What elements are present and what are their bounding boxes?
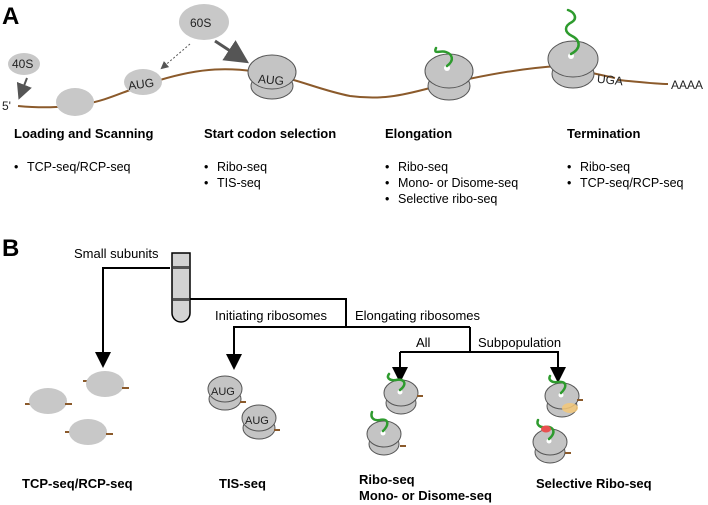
- stage-title: Start codon selection: [204, 126, 336, 141]
- method-bullet: •: [14, 160, 18, 174]
- small-subunit: [65, 419, 113, 445]
- branch-small-subunits: Small subunits: [74, 246, 159, 261]
- svg-text:•: •: [204, 176, 208, 190]
- 60s-label: 60S: [190, 16, 211, 30]
- 40s-subunit-free: [8, 53, 40, 75]
- heavy-fraction-line: [190, 298, 347, 327]
- method-label-selective-ribo-seq: Selective Ribo-seq: [536, 476, 652, 491]
- stage-loading-scanning: Loading and Scanning • TCP-seq/RCP-seq: [14, 126, 153, 174]
- aug-label-tis-2: AUG: [245, 415, 269, 427]
- method-item: TCP-seq/RCP-seq: [27, 160, 131, 174]
- aug-label-initiation: AUG: [257, 72, 284, 88]
- dashed-joining-arrow: [160, 43, 191, 70]
- initiating-arrow: [226, 326, 470, 370]
- method-item: TIS-seq: [217, 176, 261, 190]
- method-label-tcp-seq: TCP-seq/RCP-seq: [22, 476, 133, 491]
- elongating-ribosome: [424, 46, 474, 101]
- small-subunit-arrow: [95, 267, 170, 368]
- 40s-at-aug: [124, 69, 162, 95]
- method-item: Ribo-seq: [398, 160, 448, 174]
- 80s-initiation-ribosome: [247, 54, 297, 100]
- small-subunit: [83, 371, 129, 397]
- elongating-ribosome-all: [366, 410, 406, 456]
- 40s-label: 40S: [12, 57, 33, 71]
- svg-text:•: •: [385, 192, 389, 206]
- initiating-ribosome: [241, 404, 280, 440]
- elongating-ribosome-all: [383, 372, 423, 415]
- svg-text:•: •: [567, 176, 571, 190]
- 60s-subunit-free: [179, 4, 229, 40]
- small-subunit: [25, 388, 72, 414]
- factor-red: [541, 425, 551, 433]
- stage-title: Loading and Scanning: [14, 126, 153, 141]
- method-item: Ribo-seq: [217, 160, 267, 174]
- method-item: Ribo-seq: [580, 160, 630, 174]
- method-item: TCP-seq/RCP-seq: [580, 176, 684, 190]
- stage-start-codon-selection: Start codon selection • Ribo-seq • TIS-s…: [204, 126, 336, 190]
- branch-elongating: Elongating ribosomes: [355, 308, 481, 323]
- stage-elongation: Elongation • Ribo-seq • Mono- or Disome-…: [385, 126, 518, 206]
- panel-a-label: A: [2, 3, 19, 30]
- svg-text:•: •: [385, 176, 389, 190]
- initiating-ribosome: [207, 375, 246, 411]
- stage-title: Termination: [567, 126, 640, 141]
- svg-text:•: •: [567, 160, 571, 174]
- aug-label-tis-1: AUG: [211, 386, 235, 398]
- scanning-40s: [56, 88, 94, 116]
- elongating-ribosome-selected: [544, 374, 583, 418]
- branch-initiating: Initiating ribosomes: [215, 308, 327, 323]
- terminating-ribosome: [547, 8, 599, 89]
- aug-label-scanning: AUG: [127, 76, 155, 93]
- polya-label: AAAA: [671, 78, 703, 92]
- branch-subpopulation: Subpopulation: [478, 335, 561, 350]
- panel-b-label: B: [2, 235, 19, 262]
- factor-orange: [562, 403, 578, 413]
- five-prime-label: 5': [2, 99, 11, 113]
- svg-text:•: •: [385, 160, 389, 174]
- method-label-mono-disome-seq: Mono- or Disome-seq: [359, 488, 492, 503]
- elongating-ribosome-selected: [532, 418, 571, 464]
- nascent-peptide-elongation: [434, 46, 454, 68]
- method-label-ribo-seq: Ribo-seq: [359, 472, 415, 487]
- subpopulation-arrow: [400, 351, 566, 383]
- joining-arrow: [214, 39, 250, 64]
- method-label-tis-seq: TIS-seq: [219, 476, 266, 491]
- stage-title: Elongation: [385, 126, 452, 141]
- svg-text:•: •: [204, 160, 208, 174]
- small-subunit-group: [25, 371, 129, 445]
- mrna-strand: [17, 64, 616, 109]
- gradient-tube: [171, 252, 191, 323]
- uga-label: UGA: [596, 72, 623, 89]
- branch-all: All: [416, 335, 431, 350]
- method-item: Selective ribo-seq: [398, 192, 497, 206]
- mrna-tail: [617, 79, 669, 85]
- stage-termination: Termination • Ribo-seq • TCP-seq/RCP-seq: [567, 126, 684, 190]
- method-item: Mono- or Disome-seq: [398, 176, 518, 190]
- nascent-peptide-termination: [564, 8, 580, 56]
- loading-arrow: [16, 77, 32, 100]
